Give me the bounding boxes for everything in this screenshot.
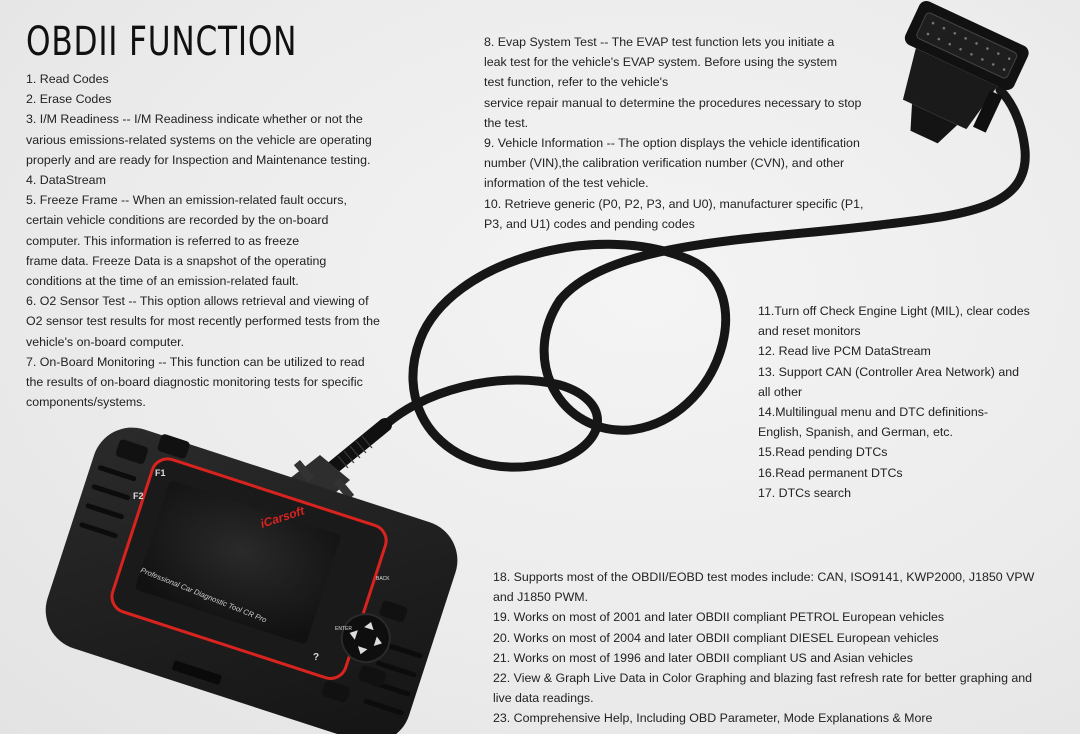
feature-line: service repair manual to determine the p… [484, 95, 862, 110]
back-key-label: BACK [376, 576, 390, 582]
feature-line: conditions at the time of an emission-re… [26, 274, 299, 289]
feature-line: 4. DataStream [26, 173, 106, 188]
feature-line: 21. Works on most of 1996 and later OBDI… [493, 650, 913, 665]
scanner-device [45, 427, 458, 734]
feature-line: 3. I/M Readiness -- I/M Readiness indica… [26, 112, 363, 127]
page-title: OBDII FUNCTION [26, 19, 298, 65]
feature-list-8-10: 8. Evap System Test -- The EVAP test fun… [484, 32, 884, 234]
feature-line: properly and are ready for Inspection an… [26, 152, 371, 167]
f2-key-label: F2 [133, 491, 144, 501]
feature-line: and J1850 PWM. [493, 590, 589, 605]
feature-line: the test. [484, 115, 529, 130]
feature-line: 14.Multilingual menu and DTC definitions… [758, 405, 989, 420]
feature-line: 23. Comprehensive Help, Including OBD Pa… [493, 711, 933, 726]
feature-line: the results of on-board diagnostic monit… [26, 375, 363, 390]
feature-list-18-23: 18. Supports most of the OBDII/EOBD test… [493, 567, 1063, 729]
feature-line: 7. On-Board Monitoring -- This function … [26, 354, 365, 369]
feature-line: 17. DTCs search [758, 485, 851, 500]
feature-line: 5. Freeze Frame -- When an emission-rela… [26, 193, 347, 208]
feature-line: various emissions-related systems on the… [26, 132, 372, 147]
feature-line: 11.Turn off Check Engine Light (MIL), cl… [758, 304, 1030, 318]
feature-line: 2. Erase Codes [26, 92, 112, 107]
feature-line: 22. View & Graph Live Data in Color Grap… [493, 671, 1033, 686]
f1-key-label: F1 [155, 468, 166, 478]
feature-line: certain vehicle conditions are recorded … [26, 213, 329, 228]
feature-line: O2 sensor test results for most recently… [26, 314, 380, 329]
feature-line: 8. Evap System Test -- The EVAP test fun… [484, 35, 835, 49]
feature-line: and reset monitors [758, 324, 861, 339]
feature-line: 13. Support CAN (Controller Area Network… [758, 364, 1020, 379]
feature-line: P3, and U1) codes and pending codes [484, 216, 695, 231]
feature-line: components/systems. [26, 395, 146, 410]
feature-line: information of the test vehicle. [484, 176, 649, 191]
feature-line: 18. Supports most of the OBDII/EOBD test… [493, 570, 1035, 584]
feature-line: 15.Read pending DTCs [758, 445, 888, 460]
feature-line: 20. Works on most of 2004 and later OBDI… [493, 630, 939, 645]
feature-line: number (VIN),the calibration verificatio… [484, 156, 845, 171]
help-key-label: ? [313, 652, 319, 663]
feature-line: 16.Read permanent DTCs [758, 465, 903, 480]
obd-cable [375, 85, 1030, 472]
feature-line: test function, refer to the vehicle's [484, 75, 669, 90]
feature-line: 10. Retrieve generic (P0, P2, P3, and U0… [484, 196, 864, 211]
feature-line: 19. Works on most of 2001 and later OBDI… [493, 610, 945, 625]
feature-line: 1. Read Codes [26, 72, 109, 86]
enter-key-label: ENTER [335, 626, 352, 632]
feature-list-1-7: 1. Read Codes 2. Erase Codes 3. I/M Read… [26, 69, 406, 412]
feature-line: live data readings. [493, 691, 594, 706]
feature-list-11-17: 11.Turn off Check Engine Light (MIL), cl… [758, 301, 1058, 503]
feature-line: 9. Vehicle Information -- The option dis… [484, 136, 860, 151]
feature-line: 6. O2 Sensor Test -- This option allows … [26, 294, 369, 309]
feature-line: 12. Read live PCM DataStream [758, 344, 931, 359]
feature-line: all other [758, 384, 803, 399]
strain-relief [323, 418, 392, 477]
feature-line: frame data. Freeze Data is a snapshot of… [26, 253, 327, 268]
feature-line: leak test for the vehicle's EVAP system.… [484, 55, 838, 70]
obd2-connector [902, 1, 1029, 144]
feature-line: vehicle's on-board computer. [26, 334, 185, 349]
feature-line: English, Spanish, and German, etc. [758, 425, 953, 440]
feature-line: computer. This information is referred t… [26, 233, 300, 248]
